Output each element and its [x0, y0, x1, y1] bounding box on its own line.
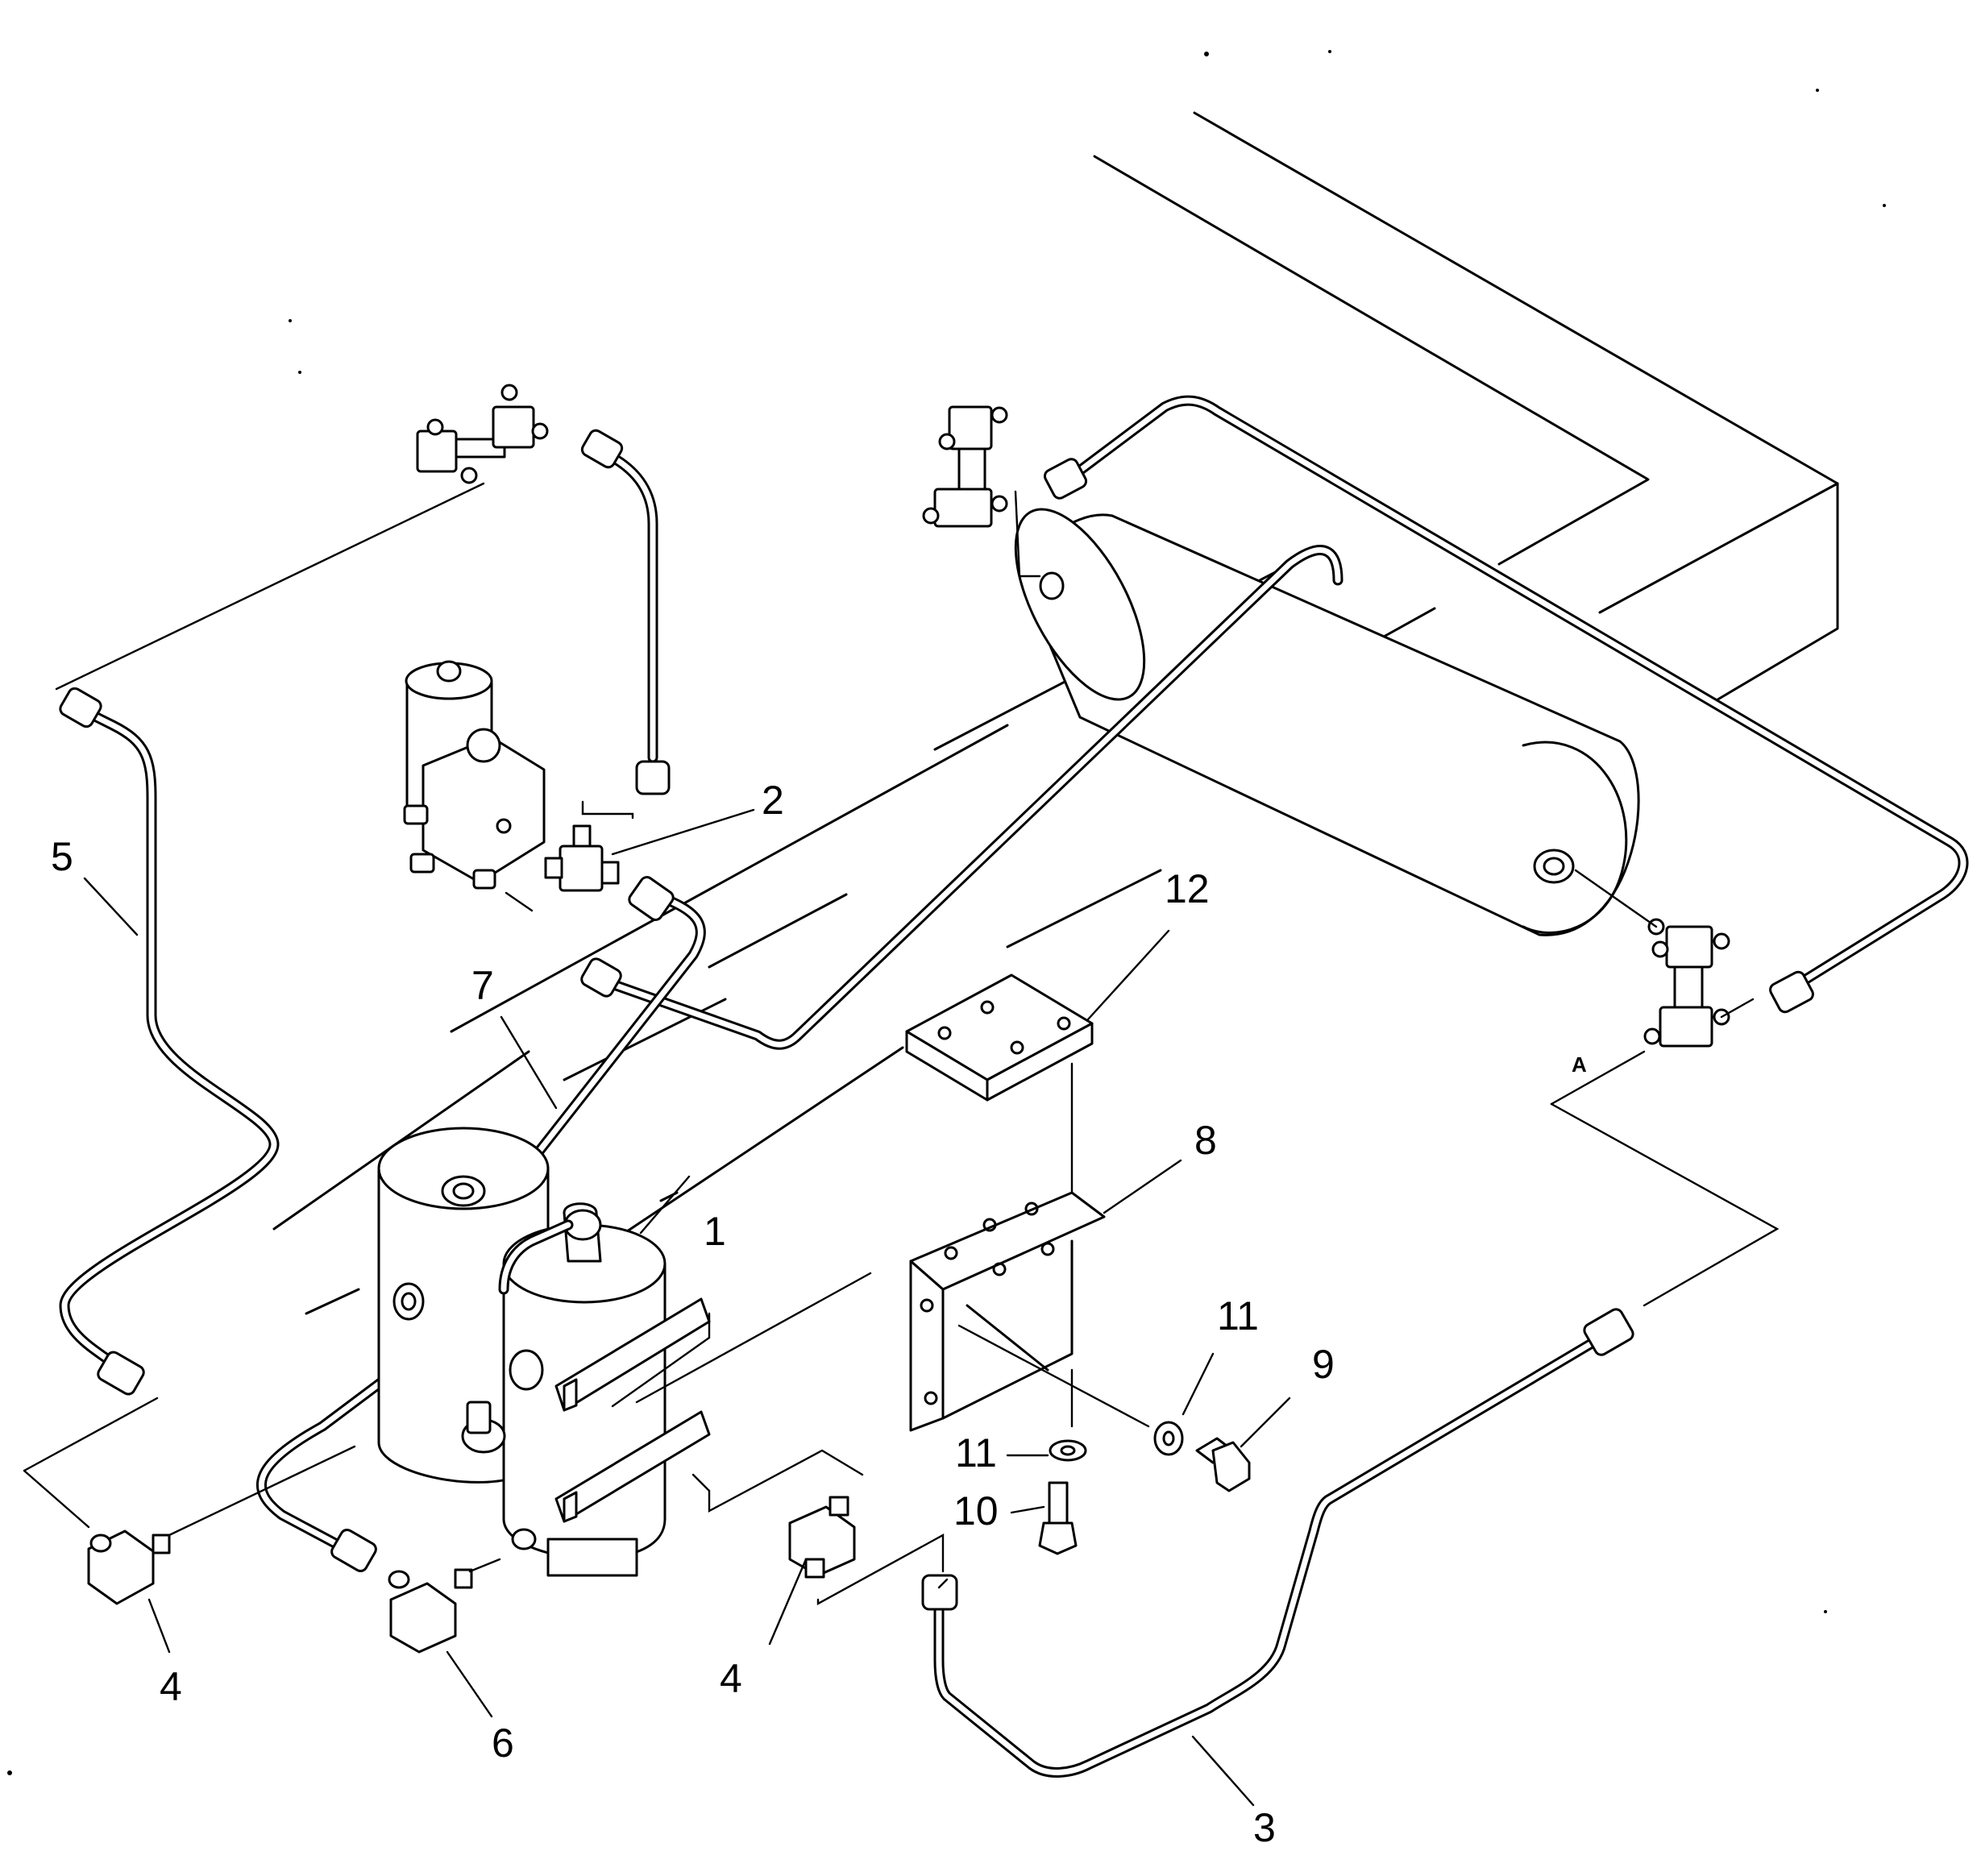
- reference-mark-a: A: [1572, 1052, 1587, 1077]
- callout-labels: 1 2 3 4 4 5 6 7 8 9 10 11 11 12 A: [51, 778, 1587, 1850]
- callout-10: 10: [953, 1488, 999, 1534]
- callout-2: 2: [762, 778, 784, 823]
- callout-5: 5: [51, 834, 73, 879]
- callout-7: 7: [471, 963, 494, 1008]
- callout-6: 6: [492, 1720, 514, 1766]
- elbow-4-left: [87, 1529, 171, 1605]
- lower-tank-valve: [1574, 869, 1755, 1048]
- callout-8: 8: [1194, 1118, 1217, 1163]
- air-tank: [1014, 508, 1640, 936]
- callout-9: 9: [1312, 1342, 1335, 1387]
- pipe-nuts: [59, 429, 1814, 1611]
- callout-12: 12: [1165, 866, 1210, 911]
- washer-11-bottom: [1049, 1439, 1087, 1462]
- callout-4-center: 4: [720, 1656, 742, 1701]
- elbow-6: [388, 1568, 473, 1654]
- air-dryer: [377, 1127, 872, 1577]
- plate-12: [905, 973, 1094, 1202]
- top-tee-fitting: [416, 384, 549, 484]
- elbow-fittings: [87, 1496, 856, 1654]
- elbow-4-center: [788, 1496, 856, 1579]
- fitting-2: [505, 800, 634, 912]
- callout-4-left: 4: [160, 1664, 182, 1709]
- callout-3: 3: [1253, 1805, 1276, 1850]
- guide-lines: [23, 482, 1780, 1606]
- callout-11-lower: 11: [955, 1430, 997, 1475]
- upper-tank-valve: [922, 405, 1041, 578]
- washer-11-side: [1153, 1421, 1184, 1456]
- hardware: [1038, 1421, 1251, 1555]
- pipes: [59, 395, 1969, 1778]
- governor-valve: [403, 660, 546, 890]
- leader-lines: [83, 808, 1291, 1807]
- bracket-8: [909, 1191, 1150, 1432]
- bolt-10: [1048, 1481, 1069, 1529]
- scan-specks: [7, 50, 1886, 1775]
- callout-11-upper: 11: [1217, 1293, 1259, 1339]
- callout-1: 1: [704, 1209, 726, 1254]
